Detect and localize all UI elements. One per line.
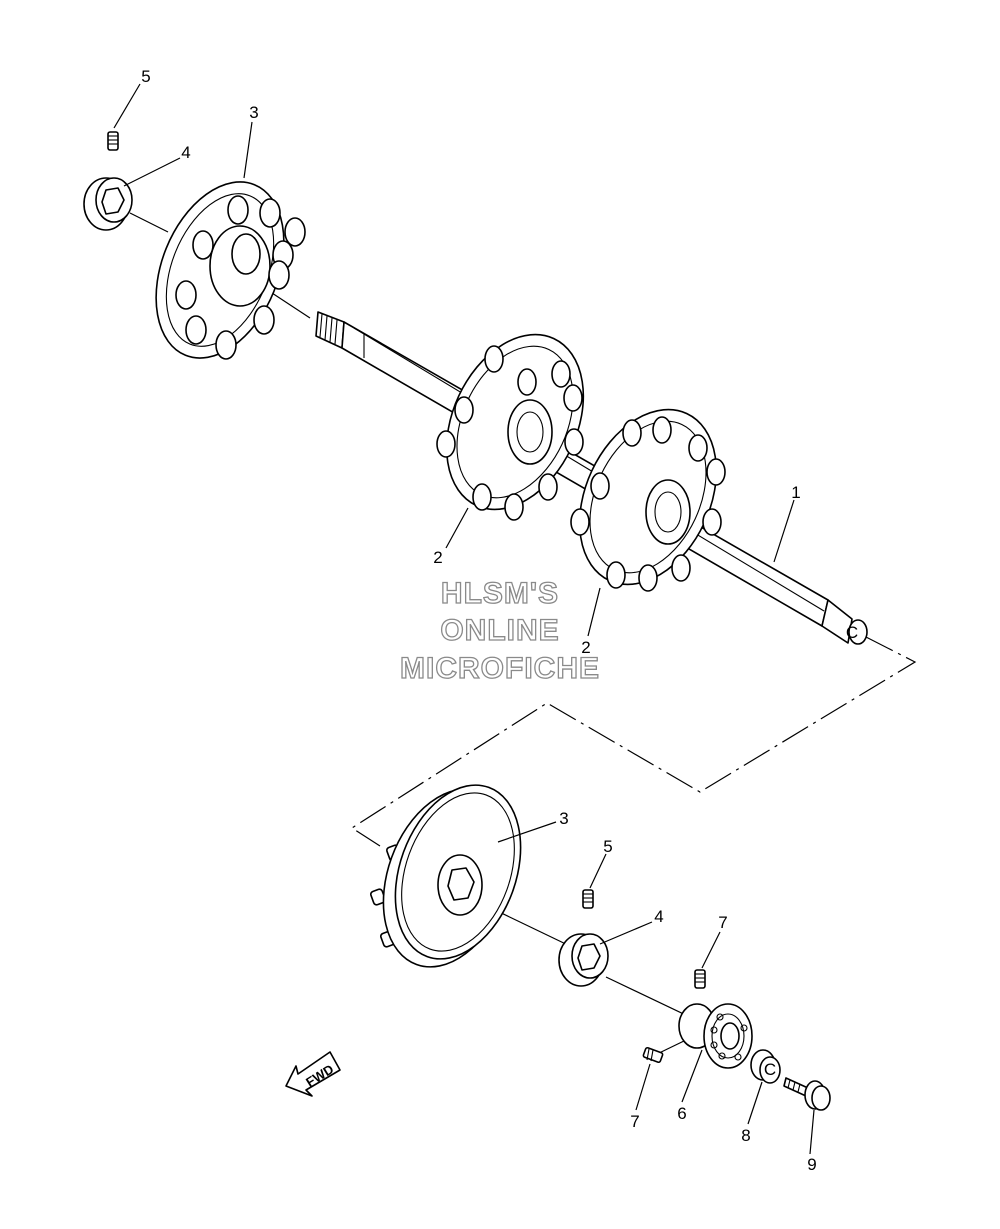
callout-4-top: 4 (181, 143, 190, 162)
callout-1: 1 (791, 483, 800, 502)
callout-numbers: 5 4 3 1 2 2 3 5 4 7 7 6 8 9 (141, 67, 816, 1174)
callout-6: 6 (677, 1104, 686, 1123)
callout-7-lower: 7 (630, 1112, 639, 1131)
set-screw-bottom (582, 889, 594, 909)
callout-3-top: 3 (249, 103, 258, 122)
shaft-end-mark: C (846, 623, 858, 642)
pin-upper (694, 969, 706, 989)
pin-lower (642, 1046, 664, 1064)
callout-8: 8 (741, 1126, 750, 1145)
nut (750, 1049, 781, 1084)
set-screw-top (107, 131, 119, 151)
nut-mark: C (764, 1060, 776, 1079)
bearing (678, 1003, 753, 1069)
assembly-dashed-line (350, 636, 917, 847)
fwd-direction-arrow: FWD (285, 1051, 341, 1097)
callout-leaders (113, 83, 815, 1155)
watermark: HLSM'S ONLINE MICROFICHE (399, 576, 600, 685)
watermark-line-1: HLSM'S (441, 577, 559, 610)
callout-3-bottom: 3 (559, 809, 568, 828)
collar-bottom (558, 933, 609, 987)
callout-4-bottom: 4 (654, 907, 663, 926)
idler-wheel-bottom (370, 784, 522, 968)
callout-5-top: 5 (141, 67, 150, 86)
callout-2-upper: 2 (433, 548, 442, 567)
watermark-line-2: ONLINE (440, 614, 559, 647)
callout-9: 9 (807, 1155, 816, 1174)
callout-7-upper: 7 (718, 913, 727, 932)
callout-5-bottom: 5 (603, 837, 612, 856)
idler-wheel-top (155, 181, 306, 360)
sprocket-upper (436, 333, 585, 521)
collar-top (83, 177, 133, 231)
bolt (783, 1077, 831, 1111)
alignment-lines (129, 212, 693, 1056)
watermark-line-3: MICROFICHE (400, 652, 600, 685)
sprocket-lower (570, 408, 726, 592)
callout-2-lower: 2 (581, 638, 590, 657)
